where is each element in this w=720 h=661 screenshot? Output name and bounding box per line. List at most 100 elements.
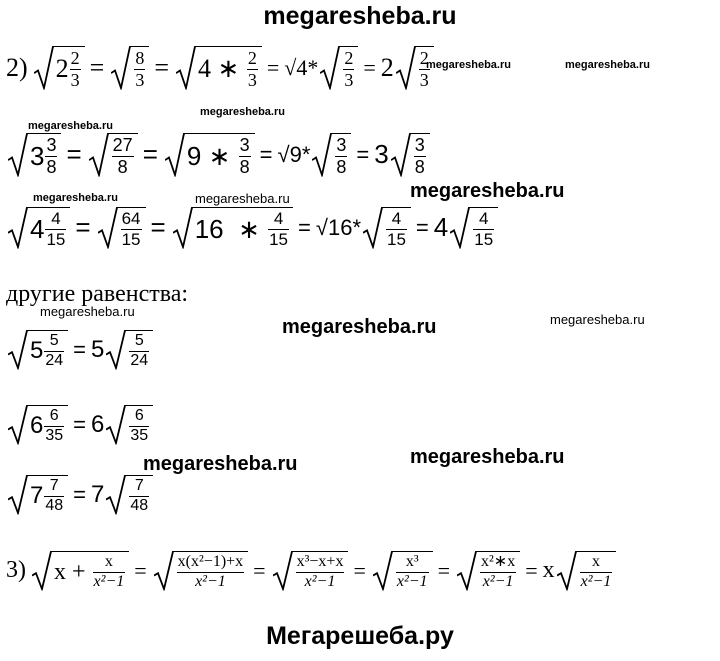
math-term: 5 bbox=[30, 337, 44, 365]
numerator: 4 bbox=[273, 209, 284, 228]
numerator: 8 bbox=[135, 48, 145, 68]
equals-sign: = bbox=[73, 411, 87, 437]
denominator: x²−1 bbox=[93, 572, 125, 590]
item-label-3: 3) bbox=[6, 557, 26, 584]
fraction-bar bbox=[44, 350, 65, 352]
math-term: x bbox=[542, 557, 555, 584]
denominator: 3 bbox=[135, 69, 145, 90]
denominator: x²−1 bbox=[396, 572, 428, 590]
math-term: 5 bbox=[91, 335, 105, 363]
fraction-bar bbox=[45, 228, 67, 230]
equals-sign: = bbox=[266, 54, 280, 80]
math-term: 9 bbox=[186, 140, 202, 171]
math-term: 7 bbox=[30, 482, 44, 510]
math-term: * bbox=[301, 141, 311, 167]
watermark: megaresheba.ru bbox=[410, 180, 565, 202]
fraction-bar bbox=[238, 155, 251, 157]
equals-sign: = bbox=[298, 214, 311, 240]
watermark: megaresheba.ru bbox=[143, 453, 298, 475]
numerator: 2 bbox=[419, 48, 429, 68]
equals-sign: = bbox=[134, 557, 147, 583]
radical-sign bbox=[273, 551, 293, 591]
fraction-bar bbox=[386, 228, 407, 230]
equals-sign: = bbox=[73, 481, 87, 507]
watermark: megaresheba.ru bbox=[282, 316, 437, 338]
denominator: x²−1 bbox=[195, 572, 226, 590]
math-term: √9* bbox=[277, 141, 311, 167]
fraction-bar bbox=[92, 571, 126, 573]
numerator: 64 bbox=[121, 209, 141, 228]
math-term: 4 bbox=[30, 213, 45, 244]
fraction-bar bbox=[335, 155, 348, 157]
numerator: x³−x+x bbox=[296, 553, 344, 570]
watermark: megaresheba.ru bbox=[565, 59, 650, 71]
numerator: 2 bbox=[70, 48, 80, 68]
denominator: 3 bbox=[70, 69, 80, 90]
denominator: 48 bbox=[130, 496, 149, 514]
numerator: 4 bbox=[51, 209, 61, 228]
equals-sign: = bbox=[89, 52, 105, 82]
math-term: 3 bbox=[374, 139, 389, 170]
numerator: 5 bbox=[49, 332, 59, 349]
denominator: 3 bbox=[419, 69, 429, 90]
numerator: 3 bbox=[414, 135, 425, 155]
math-term: + bbox=[72, 558, 86, 585]
denominator: 15 bbox=[387, 229, 406, 249]
radical-sign bbox=[320, 46, 340, 90]
radical-sign bbox=[450, 207, 470, 249]
math-term: 2 bbox=[55, 54, 69, 84]
math-term: 16 bbox=[194, 213, 224, 244]
fraction-bar bbox=[579, 571, 613, 573]
denominator: 8 bbox=[46, 156, 57, 177]
math-term: 3 bbox=[30, 140, 45, 171]
numerator: 27 bbox=[112, 135, 133, 155]
watermark: megaresheba.ru bbox=[28, 120, 113, 132]
radical-sign bbox=[363, 207, 383, 249]
radical-sign bbox=[106, 475, 126, 515]
math-term: 9 bbox=[289, 141, 302, 167]
math-term: √16* bbox=[315, 214, 361, 240]
math-term: 2 bbox=[380, 52, 394, 82]
fraction-bar bbox=[69, 68, 81, 70]
math-term: 6 bbox=[91, 410, 105, 438]
equals-sign: = bbox=[73, 336, 87, 362]
equals-sign: = bbox=[150, 212, 166, 243]
math-term: 6 bbox=[30, 412, 44, 440]
numerator: 4 bbox=[391, 209, 402, 228]
denominator: 24 bbox=[45, 351, 64, 369]
fraction-bar bbox=[134, 68, 146, 70]
